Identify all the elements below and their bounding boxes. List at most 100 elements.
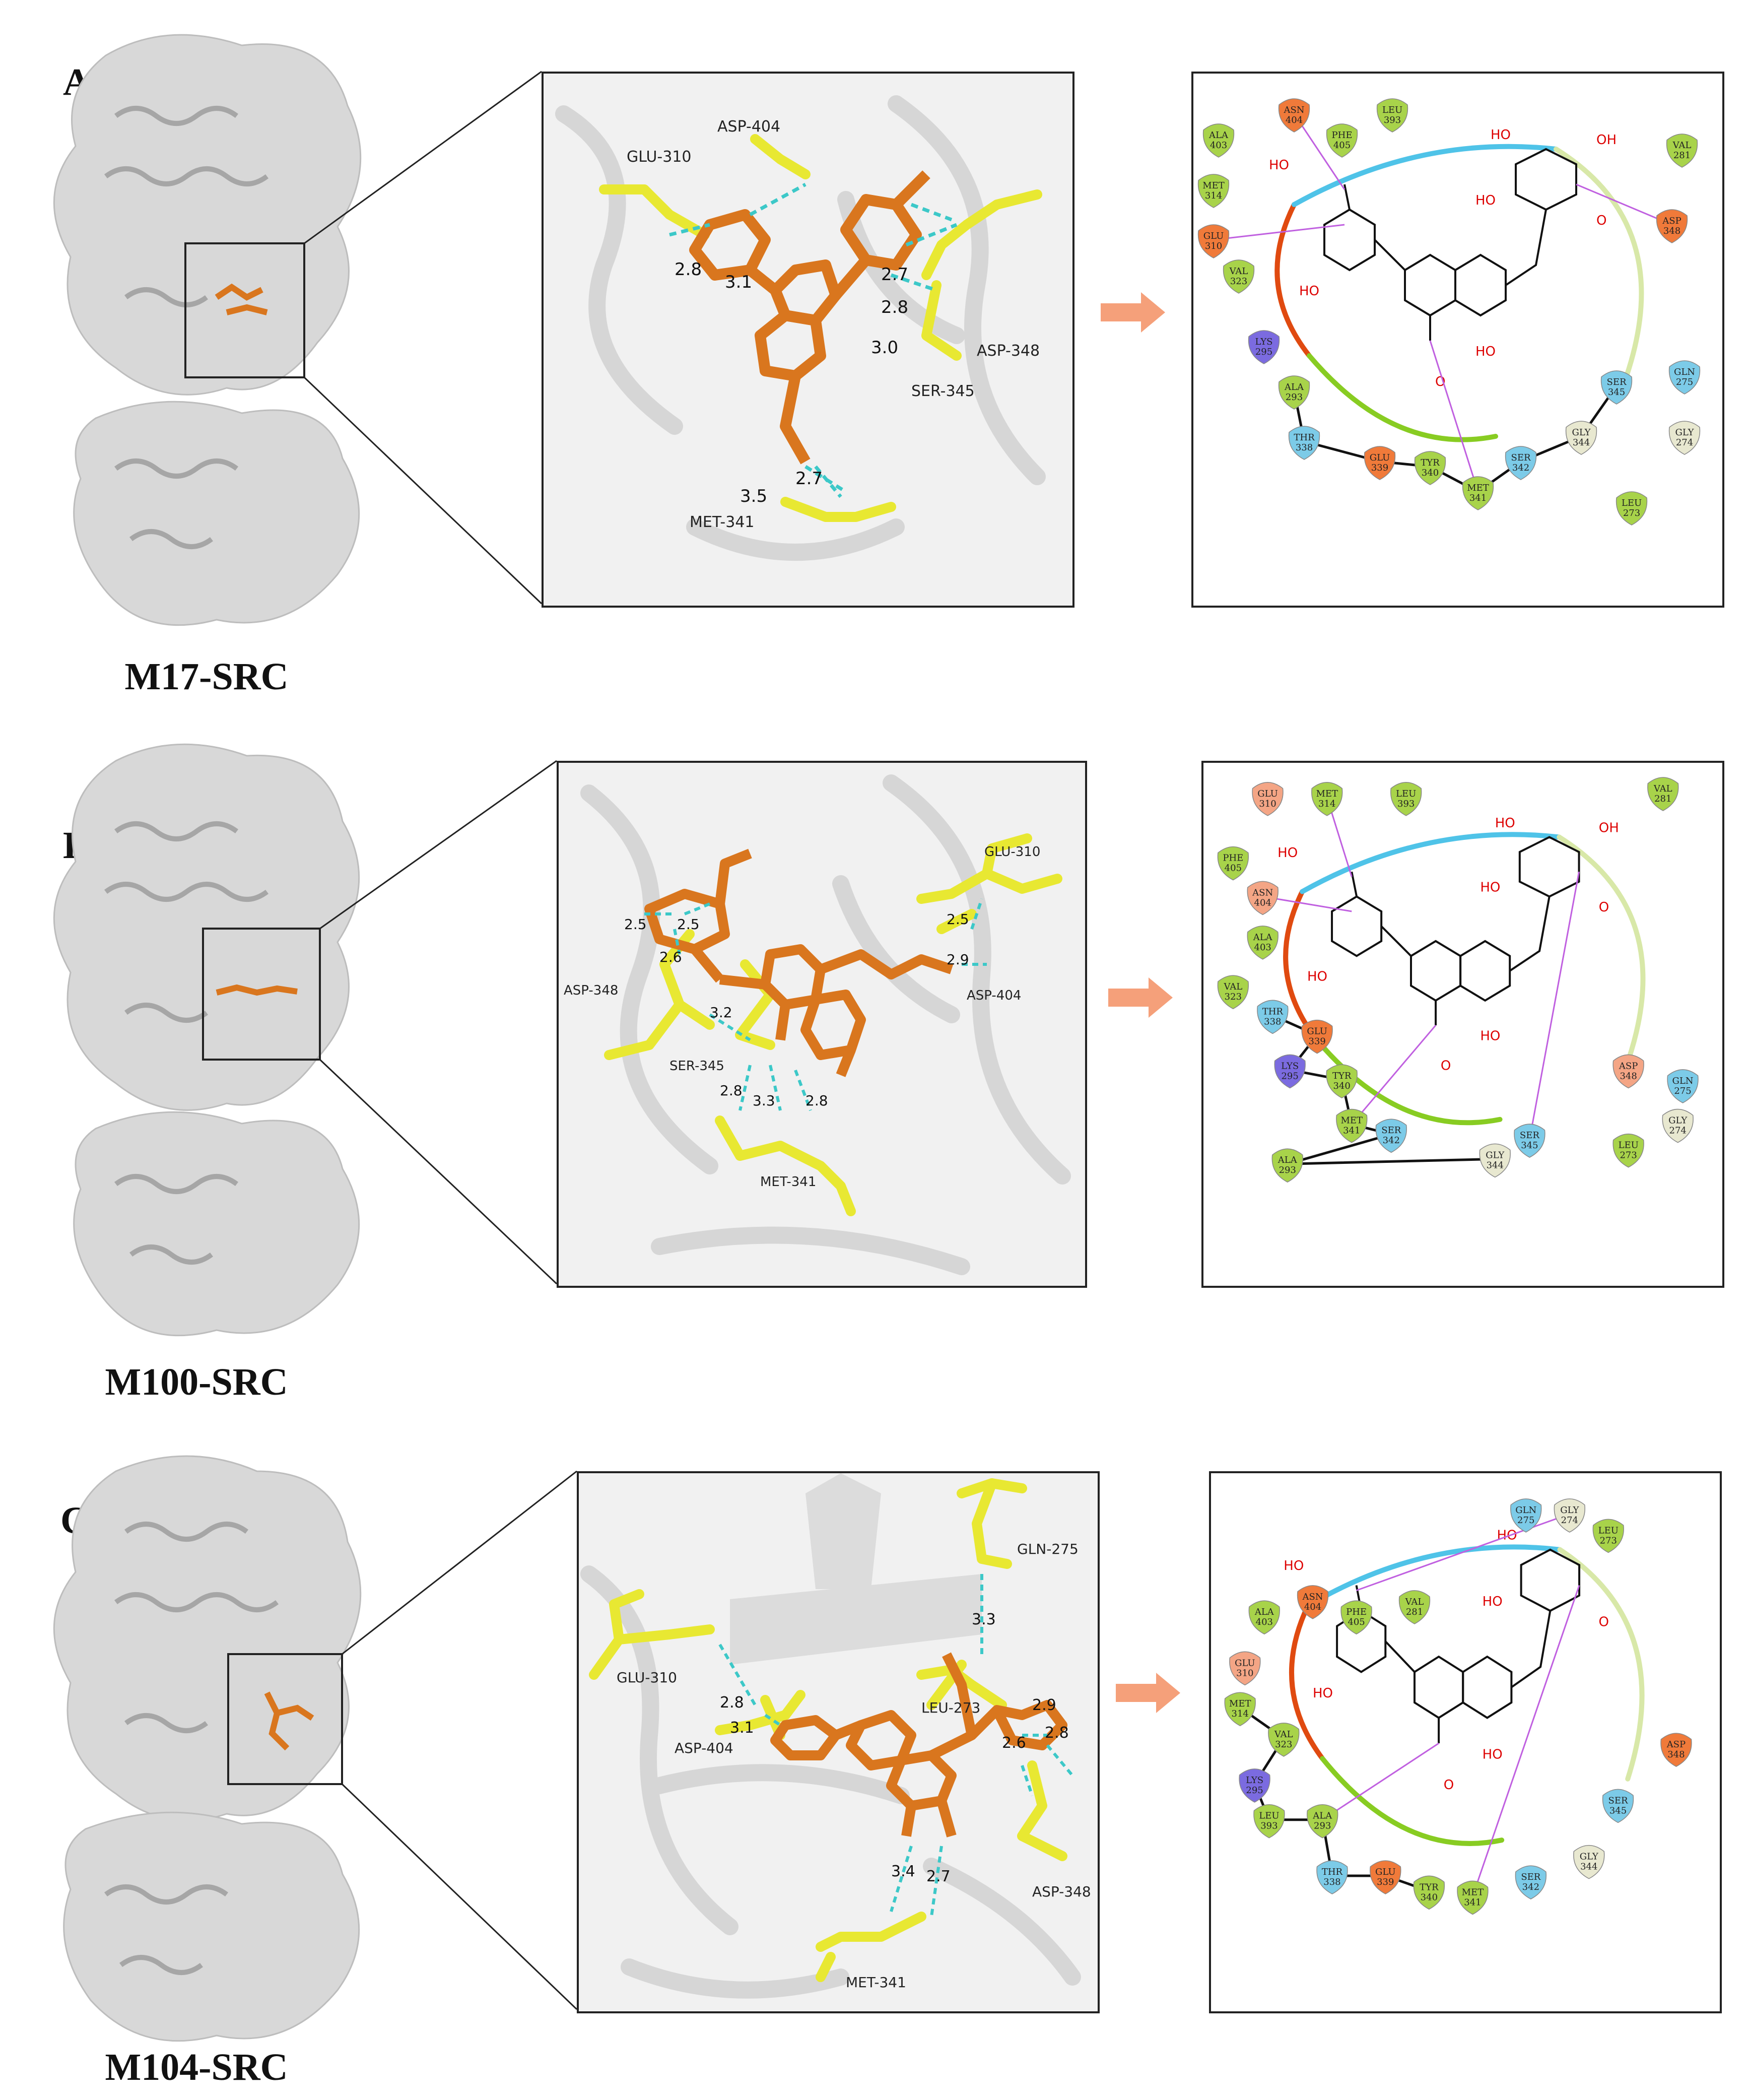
- contact-label: ASP-348: [1032, 1883, 1091, 1900]
- svg-text:LYS: LYS: [1255, 337, 1272, 347]
- svg-text:GLY: GLY: [1668, 1115, 1688, 1126]
- distance-label: 3.2: [710, 1004, 732, 1021]
- svg-text:348: 348: [1663, 226, 1680, 236]
- svg-text:ASP: ASP: [1619, 1061, 1638, 1071]
- atom-label: O: [1599, 900, 1609, 915]
- distance-label: 3.3: [972, 1611, 996, 1628]
- atom-label: O: [1441, 1058, 1451, 1073]
- ligand-structure: [1336, 1548, 1581, 1744]
- svg-text:345: 345: [1609, 1805, 1627, 1816]
- svg-text:274: 274: [1676, 437, 1693, 448]
- svg-text:MET: MET: [1229, 1698, 1251, 1709]
- atom-label: HO: [1495, 816, 1515, 831]
- protein-overview: [53, 743, 360, 1337]
- distance-label: 3.0: [871, 338, 898, 358]
- distance-label: 3.1: [725, 272, 752, 292]
- svg-text:344: 344: [1487, 1160, 1504, 1170]
- interaction-2d-diagram: HOHOHOHOOHHOOOGLN275GLY274LEU273ALA403AS…: [1209, 1471, 1722, 2013]
- svg-text:GLY: GLY: [1675, 427, 1694, 438]
- svg-text:348: 348: [1620, 1071, 1637, 1081]
- svg-text:338: 338: [1296, 442, 1313, 453]
- svg-text:404: 404: [1304, 1602, 1321, 1612]
- svg-text:310: 310: [1259, 799, 1276, 809]
- ligand-structure: [1323, 148, 1577, 341]
- svg-text:GLU: GLU: [1370, 452, 1390, 463]
- svg-text:THR: THR: [1294, 432, 1315, 443]
- distance-label: 2.8: [720, 1082, 743, 1099]
- distance-label: 3.3: [753, 1092, 775, 1109]
- svg-text:ALA: ALA: [1253, 932, 1273, 943]
- atom-label: HO: [1475, 344, 1496, 359]
- svg-text:295: 295: [1246, 1785, 1263, 1796]
- svg-text:293: 293: [1314, 1821, 1331, 1831]
- svg-text:PHE: PHE: [1346, 1607, 1367, 1617]
- contact-label: LEU-273: [921, 1699, 980, 1716]
- svg-text:VAL: VAL: [1223, 981, 1242, 992]
- svg-text:GLU: GLU: [1375, 1867, 1396, 1877]
- svg-text:ALA: ALA: [1312, 1811, 1332, 1821]
- svg-text:GLN: GLN: [1674, 367, 1695, 377]
- svg-text:LEU: LEU: [1259, 1811, 1279, 1821]
- svg-text:ASP: ASP: [1662, 216, 1681, 226]
- svg-text:MET: MET: [1316, 789, 1338, 799]
- svg-text:GLU: GLU: [1307, 1026, 1327, 1037]
- svg-text:ALA: ALA: [1208, 130, 1229, 141]
- svg-text:323: 323: [1225, 992, 1242, 1002]
- svg-text:340: 340: [1333, 1081, 1350, 1091]
- interaction-3d-view: GLU-310 ASP-348 ASP-404 SER-345 MET-341 …: [557, 761, 1087, 1288]
- contact-label: GLU-310: [627, 148, 692, 166]
- svg-text:LEU: LEU: [1618, 1140, 1638, 1151]
- svg-text:VAL: VAL: [1405, 1597, 1424, 1607]
- svg-text:LEU: LEU: [1396, 789, 1416, 799]
- svg-text:SER: SER: [1608, 1795, 1628, 1806]
- svg-text:405: 405: [1348, 1617, 1365, 1627]
- distance-label: 2.7: [795, 469, 823, 489]
- contact-label: SER-345: [911, 382, 975, 400]
- atom-label: OH: [1599, 821, 1619, 836]
- svg-text:MET: MET: [1467, 483, 1489, 493]
- distance-label: 2.8: [720, 1694, 744, 1712]
- svg-text:295: 295: [1255, 347, 1272, 357]
- atom-label: HO: [1480, 1028, 1500, 1043]
- zoom-lines: [341, 1470, 578, 2010]
- svg-text:GLY: GLY: [1560, 1505, 1579, 1516]
- contact-label: GLU-310: [617, 1669, 677, 1686]
- panel-c: C M104-SRC: [0, 1421, 1748, 2100]
- svg-text:344: 344: [1573, 437, 1590, 448]
- svg-text:LEU: LEU: [1382, 105, 1402, 115]
- svg-text:341: 341: [1469, 493, 1487, 503]
- svg-text:342: 342: [1512, 463, 1529, 473]
- atom-label: HO: [1483, 1594, 1503, 1609]
- interaction-3d-view: GLN-275 GLU-310 LEU-273 ASP-404 ASP-348 …: [577, 1471, 1100, 2013]
- pocket-outline: [1274, 144, 1644, 442]
- distance-label: 3.4: [891, 1863, 915, 1880]
- svg-text:344: 344: [1580, 1862, 1597, 1872]
- contact-label: MET-341: [690, 513, 755, 531]
- svg-text:293: 293: [1279, 1165, 1296, 1175]
- svg-text:275: 275: [1676, 377, 1693, 387]
- svg-text:310: 310: [1205, 241, 1222, 251]
- distance-label: 2.5: [677, 916, 700, 933]
- contact-label: ASP-348: [564, 983, 618, 998]
- svg-text:SER: SER: [1520, 1130, 1539, 1141]
- distance-label: 3.1: [730, 1719, 754, 1737]
- protein-overview: [53, 1455, 362, 2042]
- svg-text:342: 342: [1383, 1135, 1400, 1146]
- svg-text:MET: MET: [1202, 180, 1225, 191]
- svg-text:404: 404: [1286, 115, 1303, 125]
